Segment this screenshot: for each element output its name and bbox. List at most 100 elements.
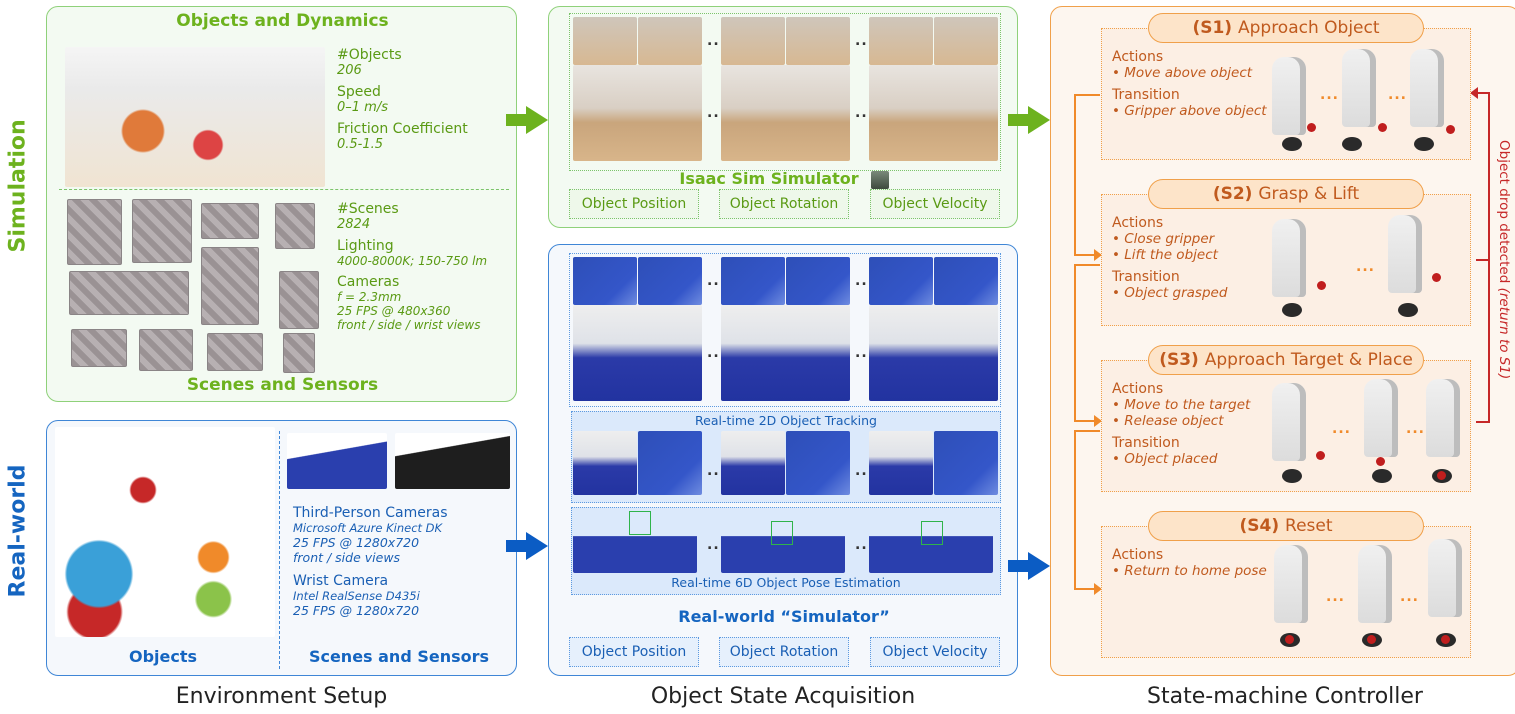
ellipsis: ... — [707, 537, 726, 553]
state-s3-title: (S3) Approach Target & Place — [1148, 345, 1424, 375]
tracking-frame — [573, 431, 637, 495]
robot-arm-image — [1388, 215, 1422, 293]
object-ball — [1376, 457, 1385, 466]
actions-label: Actions — [1112, 215, 1164, 231]
actions-label: Actions — [1112, 381, 1164, 397]
real-front-frame — [573, 305, 702, 401]
isaac-sim-logo-icon — [871, 171, 889, 189]
real-sensors-list: Third-Person Cameras Microsoft Azure Kin… — [293, 505, 448, 618]
sensor-label: Wrist Camera — [293, 573, 389, 589]
ellipsis: ... — [1332, 421, 1351, 437]
scene-floorplan — [69, 271, 189, 315]
real-scene-table-blue — [287, 433, 387, 489]
object-ball — [1307, 123, 1316, 132]
arrow-right-icon — [526, 532, 548, 560]
sim-side-frame — [934, 17, 998, 65]
robot-arm-image — [1272, 57, 1306, 135]
real-wrist-frame — [869, 257, 933, 305]
connector — [1074, 420, 1096, 422]
ellipsis: ... — [707, 273, 726, 289]
real-simulator-title: Real-world “Simulator” — [678, 607, 890, 626]
robot-arm-image — [1410, 49, 1444, 127]
real-simulator-panel: ... ... ... ... Real-time 2D Object Trac… — [548, 244, 1018, 676]
state-id: (S1) — [1192, 18, 1238, 38]
sim-frames-group — [569, 13, 1001, 171]
objects-dynamics-title: Objects and Dynamics — [176, 11, 389, 31]
stat-value: 206 — [337, 63, 362, 78]
object-ball — [1317, 281, 1326, 290]
state-s2: Actions • Close gripper • Lift the objec… — [1101, 194, 1471, 326]
real-scene-table-black — [395, 433, 510, 489]
ellipsis: ... — [707, 463, 726, 479]
sensor-value: Intel RealSense D435i — [293, 589, 420, 603]
arrow-shaft — [1008, 560, 1030, 572]
stat-value: front / side / wrist views — [337, 318, 481, 332]
ellipsis: ... — [707, 105, 726, 121]
ellipsis: ... — [1388, 87, 1407, 103]
sim-front-frame — [721, 65, 850, 161]
target-bowl — [1282, 303, 1302, 317]
pose-frame — [573, 511, 697, 573]
sim-output-position: Object Position — [569, 189, 699, 219]
sim-front-frame — [573, 65, 702, 161]
connector — [1074, 94, 1076, 256]
stat-value: 25 FPS @ 480x360 — [337, 304, 451, 318]
stat-label: Lighting — [337, 238, 394, 254]
robot-arm-image — [1274, 545, 1308, 623]
ellipsis: ... — [1326, 589, 1345, 605]
object-ball — [1432, 273, 1441, 282]
sensor-value: 25 FPS @ 1280x720 — [293, 535, 420, 550]
connector — [1074, 430, 1100, 432]
feedback-label: Object drop detected (return to S1) — [1496, 140, 1512, 379]
scenes-sensors-title: Scenes and Sensors — [186, 375, 379, 395]
connector — [1074, 430, 1076, 590]
feedback-line — [1476, 259, 1490, 261]
state-s4: Actions • Return to home pose ... ... — [1101, 526, 1471, 658]
state-s2-title: (S2) Grasp & Lift — [1148, 179, 1424, 209]
scene-floorplan — [207, 333, 263, 371]
sim-side-frame — [786, 17, 850, 65]
ellipsis: ... — [1320, 87, 1339, 103]
section-divider — [279, 431, 280, 669]
sim-output-velocity: Object Velocity — [870, 189, 1000, 219]
scene-floorplan — [275, 203, 315, 249]
stat-value: 0–1 m/s — [337, 100, 388, 115]
object-ball — [1316, 451, 1325, 460]
ellipsis: ... — [855, 537, 874, 553]
tracking-label: Real-time 2D Object Tracking — [695, 413, 877, 428]
stat-value: 2824 — [337, 217, 371, 232]
state-id: (S4) — [1239, 516, 1286, 536]
arrow-right-icon — [1028, 106, 1050, 134]
section-divider — [59, 189, 509, 190]
bounding-box — [921, 521, 943, 545]
stat-label: #Scenes — [337, 201, 399, 217]
transition-label: Transition — [1112, 269, 1180, 285]
state-s1-title: (S1) Approach Object — [1148, 13, 1424, 43]
tracking-frame — [869, 431, 933, 495]
tracking-frame — [934, 431, 998, 495]
real-objects-image — [55, 427, 275, 637]
scene-floorplan — [132, 199, 192, 263]
target-bowl — [1372, 469, 1392, 483]
action-item: • Release object — [1112, 413, 1224, 429]
bounding-box — [771, 521, 793, 545]
connector — [1074, 254, 1096, 256]
real-wrist-frame — [721, 257, 785, 305]
robot-arm-image — [1342, 49, 1376, 127]
stat-value: 0.5-1.5 — [337, 137, 384, 152]
action-item: • Lift the object — [1112, 247, 1218, 263]
scene-floorplan — [283, 333, 315, 373]
arrow-right-icon — [1028, 552, 1050, 580]
object-ball — [1437, 471, 1446, 480]
real-frames-group — [569, 253, 1001, 407]
sensor-value: front / side views — [293, 550, 401, 565]
transition-label: Transition — [1112, 87, 1180, 103]
transition-label: Transition — [1112, 435, 1180, 451]
sim-side-frame — [638, 17, 702, 65]
connector — [1074, 264, 1076, 422]
real-scenes-sensors-title: Scenes and Sensors — [308, 647, 490, 666]
bounding-box — [629, 511, 651, 535]
real-environment-panel: Third-Person Cameras Microsoft Azure Kin… — [46, 420, 517, 676]
arrow-left-icon — [1470, 87, 1478, 99]
stat-label: Cameras — [337, 274, 400, 290]
